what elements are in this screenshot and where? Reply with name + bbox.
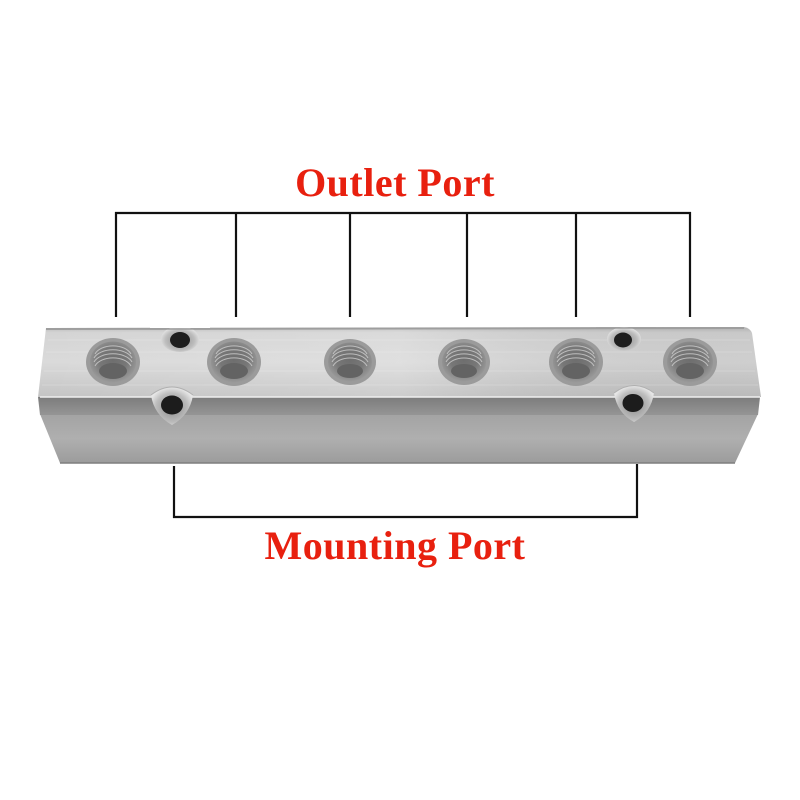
outlet-port-6 (663, 338, 717, 386)
outlet-port-1 (86, 338, 140, 386)
mounting-holes (150, 318, 656, 425)
outlet-port-5 (549, 338, 603, 386)
mounting-bracket (172, 464, 639, 519)
outlet-port-4 (438, 339, 490, 385)
outlet-ports (86, 338, 717, 386)
mounting-hole-bottom-right (613, 385, 655, 422)
mounting-hole-top-right (607, 327, 641, 351)
outlet-port-3 (324, 339, 376, 385)
outlet-bracket (114, 211, 692, 317)
outlet-port-2 (207, 338, 261, 386)
mounting-hole-top-left (161, 326, 199, 352)
outlet-port-label: Outlet Port (295, 160, 495, 205)
mounting-port-label: Mounting Port (264, 523, 526, 568)
mounting-hole-bottom-left (150, 386, 194, 425)
